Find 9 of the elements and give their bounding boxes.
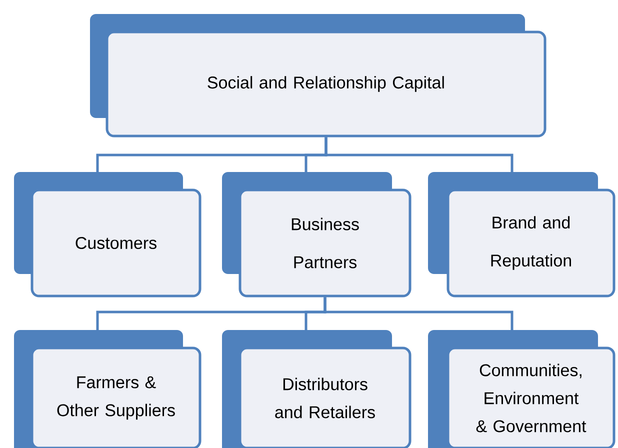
- connector-line: [324, 297, 514, 330]
- org-box: Communities, Environment & Government: [428, 330, 616, 448]
- org-box: Farmers & Other Suppliers: [14, 330, 202, 448]
- org-box: Social and Relationship Capital: [90, 14, 546, 138]
- connector-line: [324, 137, 514, 172]
- org-box: Distributors and Retailers: [222, 330, 412, 448]
- org-box: Brand and Reputation: [428, 172, 616, 298]
- org-box: Customers: [14, 172, 202, 298]
- org-box: Business Partners: [222, 172, 412, 298]
